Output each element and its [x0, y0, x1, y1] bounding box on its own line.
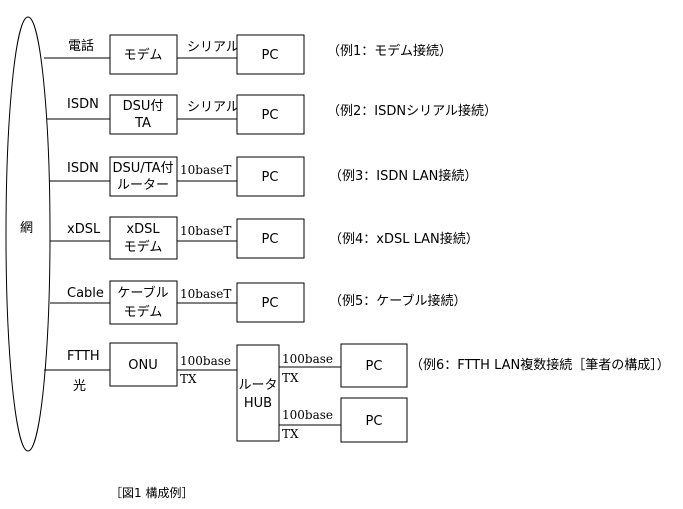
line-sublabel: 光: [73, 379, 86, 394]
pc-label: PC: [262, 296, 279, 311]
device-box: [109, 156, 178, 197]
device-label-line-1: ケーブル: [117, 285, 168, 301]
pc-box: [236, 156, 305, 197]
device-label-line-2: モデム: [124, 304, 163, 320]
pc2-link-label-2: TX: [282, 427, 299, 441]
example-label: （例5：ケーブル接続）: [329, 293, 467, 309]
example-label: （例6：FTTH LAN複数接続［筆者の構成］）: [410, 357, 670, 373]
example-label: （例3：ISDN LAN接続）: [329, 168, 477, 184]
link-label-1: 100base: [180, 354, 231, 368]
device-label: モデム: [124, 47, 163, 63]
device-label-line-2: ルーター: [117, 178, 169, 193]
pc2-link-label-1: 100base: [282, 408, 333, 422]
link-label-2: TX: [180, 372, 197, 386]
link-label: シリアル: [187, 100, 239, 115]
router-hub-label-line-2: HUB: [244, 396, 272, 411]
row-isdn-lan: ISDN DSU/TA付 ルーター 10baseT PC （例3：ISDN LA…: [49, 156, 477, 197]
link-label: 10baseT: [180, 163, 231, 177]
pc-box-1: [340, 343, 408, 388]
pc-label: PC: [262, 232, 279, 247]
line-label: ISDN: [67, 161, 99, 176]
line-label: FTTH: [67, 349, 100, 364]
network-label: 網: [20, 221, 33, 236]
row-ftth: FTTH 光 ONU 100base TX ルータ HUB 100base TX…: [44, 342, 670, 443]
example-label: （例4：xDSL LAN接続）: [329, 231, 479, 247]
pc-label-2: PC: [366, 414, 383, 429]
link-label: 10baseT: [180, 224, 231, 238]
pc-label: PC: [262, 170, 279, 185]
pc-label: PC: [262, 48, 279, 63]
link-label: 10baseT: [180, 287, 231, 301]
row-cable: Cable ケーブル モデム 10baseT PC （例5：ケーブル接続）: [50, 280, 467, 325]
device-box: [109, 216, 178, 260]
pc-box: [236, 94, 305, 135]
onu-label: ONU: [128, 358, 157, 373]
row-xdsl: xDSL xDSL モデム 10baseT PC （例4：xDSL LAN接続）: [50, 216, 479, 260]
figure-caption: ［図1 構成例］: [110, 486, 193, 500]
router-hub-label-line-1: ルータ: [238, 378, 277, 393]
device-label-line-2: モデム: [124, 239, 163, 255]
link-label: シリアル: [187, 40, 239, 55]
pc-box: [236, 218, 305, 259]
device-label-line-1: DSU/TA付: [113, 161, 174, 176]
device-box: [109, 94, 178, 135]
line-label: 電話: [68, 38, 94, 54]
network-cloud: [5, 16, 51, 452]
example-label: （例2：ISDNシリアル接続）: [327, 103, 497, 119]
line-label: Cable: [67, 286, 104, 301]
line-label: xDSL: [67, 222, 101, 237]
pc1-link-label-2: TX: [282, 371, 299, 385]
line-label: ISDN: [67, 97, 99, 112]
device-box: [109, 34, 178, 75]
pc-box: [236, 34, 305, 75]
onu-box: [109, 342, 178, 387]
pc1-link-label-1: 100base: [282, 352, 333, 366]
example-label: （例1：モデム接続）: [327, 43, 452, 59]
row-isdn-serial: ISDN DSU付 TA シリアル PC （例2：ISDNシリアル接続）: [47, 94, 497, 135]
device-label-line-1: xDSL: [126, 222, 160, 237]
pc-label: PC: [262, 108, 279, 123]
device-box: [109, 280, 178, 325]
router-hub-box: [236, 344, 280, 442]
pc-label-1: PC: [366, 359, 383, 374]
pc-box: [236, 282, 305, 323]
device-label-line-1: DSU付: [123, 99, 164, 114]
row-modem: 電話 モデム シリアル PC （例1：モデム接続）: [44, 34, 452, 75]
pc-box-2: [340, 397, 408, 443]
device-label-line-2: TA: [134, 116, 151, 131]
